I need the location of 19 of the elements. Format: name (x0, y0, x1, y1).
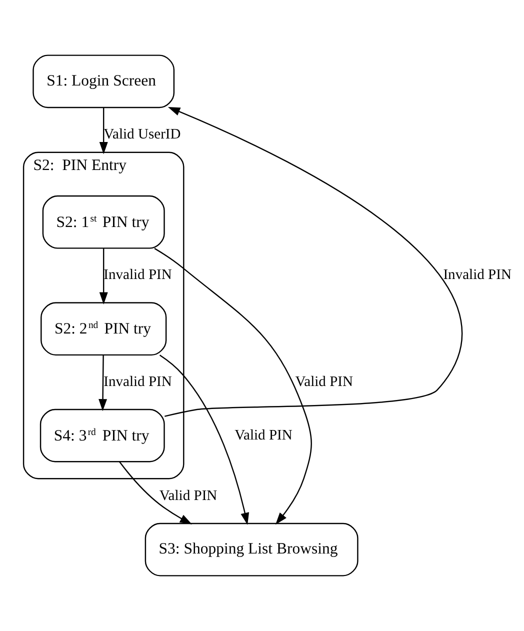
arrow (98, 108, 108, 154)
node-box: S1: Login Screen (32, 54, 174, 108)
edge-label: Valid UserID (103, 126, 180, 143)
node-box: S2: 2$^{nd}$ PIN try (40, 302, 166, 356)
node-box: S4: 3$^{rd}$ PIN try (39, 408, 164, 462)
edge-label: Valid PIN (234, 427, 292, 444)
arrow (118, 461, 192, 524)
edge-label: Invalid PIN (103, 267, 172, 284)
arrow (158, 354, 249, 525)
arrow (164, 106, 462, 417)
arrow (98, 248, 108, 304)
edge-label: Invalid PIN (442, 267, 512, 284)
edge-label: Invalid PIN (103, 374, 172, 390)
node-box: S2: 1$^{st}$ PIN try (42, 195, 164, 249)
arrow (154, 248, 312, 525)
edge-label: Valid PIN (294, 374, 353, 390)
node-box: S3: Shopping List Browsing (144, 522, 358, 576)
edge-label: Valid PIN (158, 488, 217, 504)
arrow (98, 355, 107, 412)
